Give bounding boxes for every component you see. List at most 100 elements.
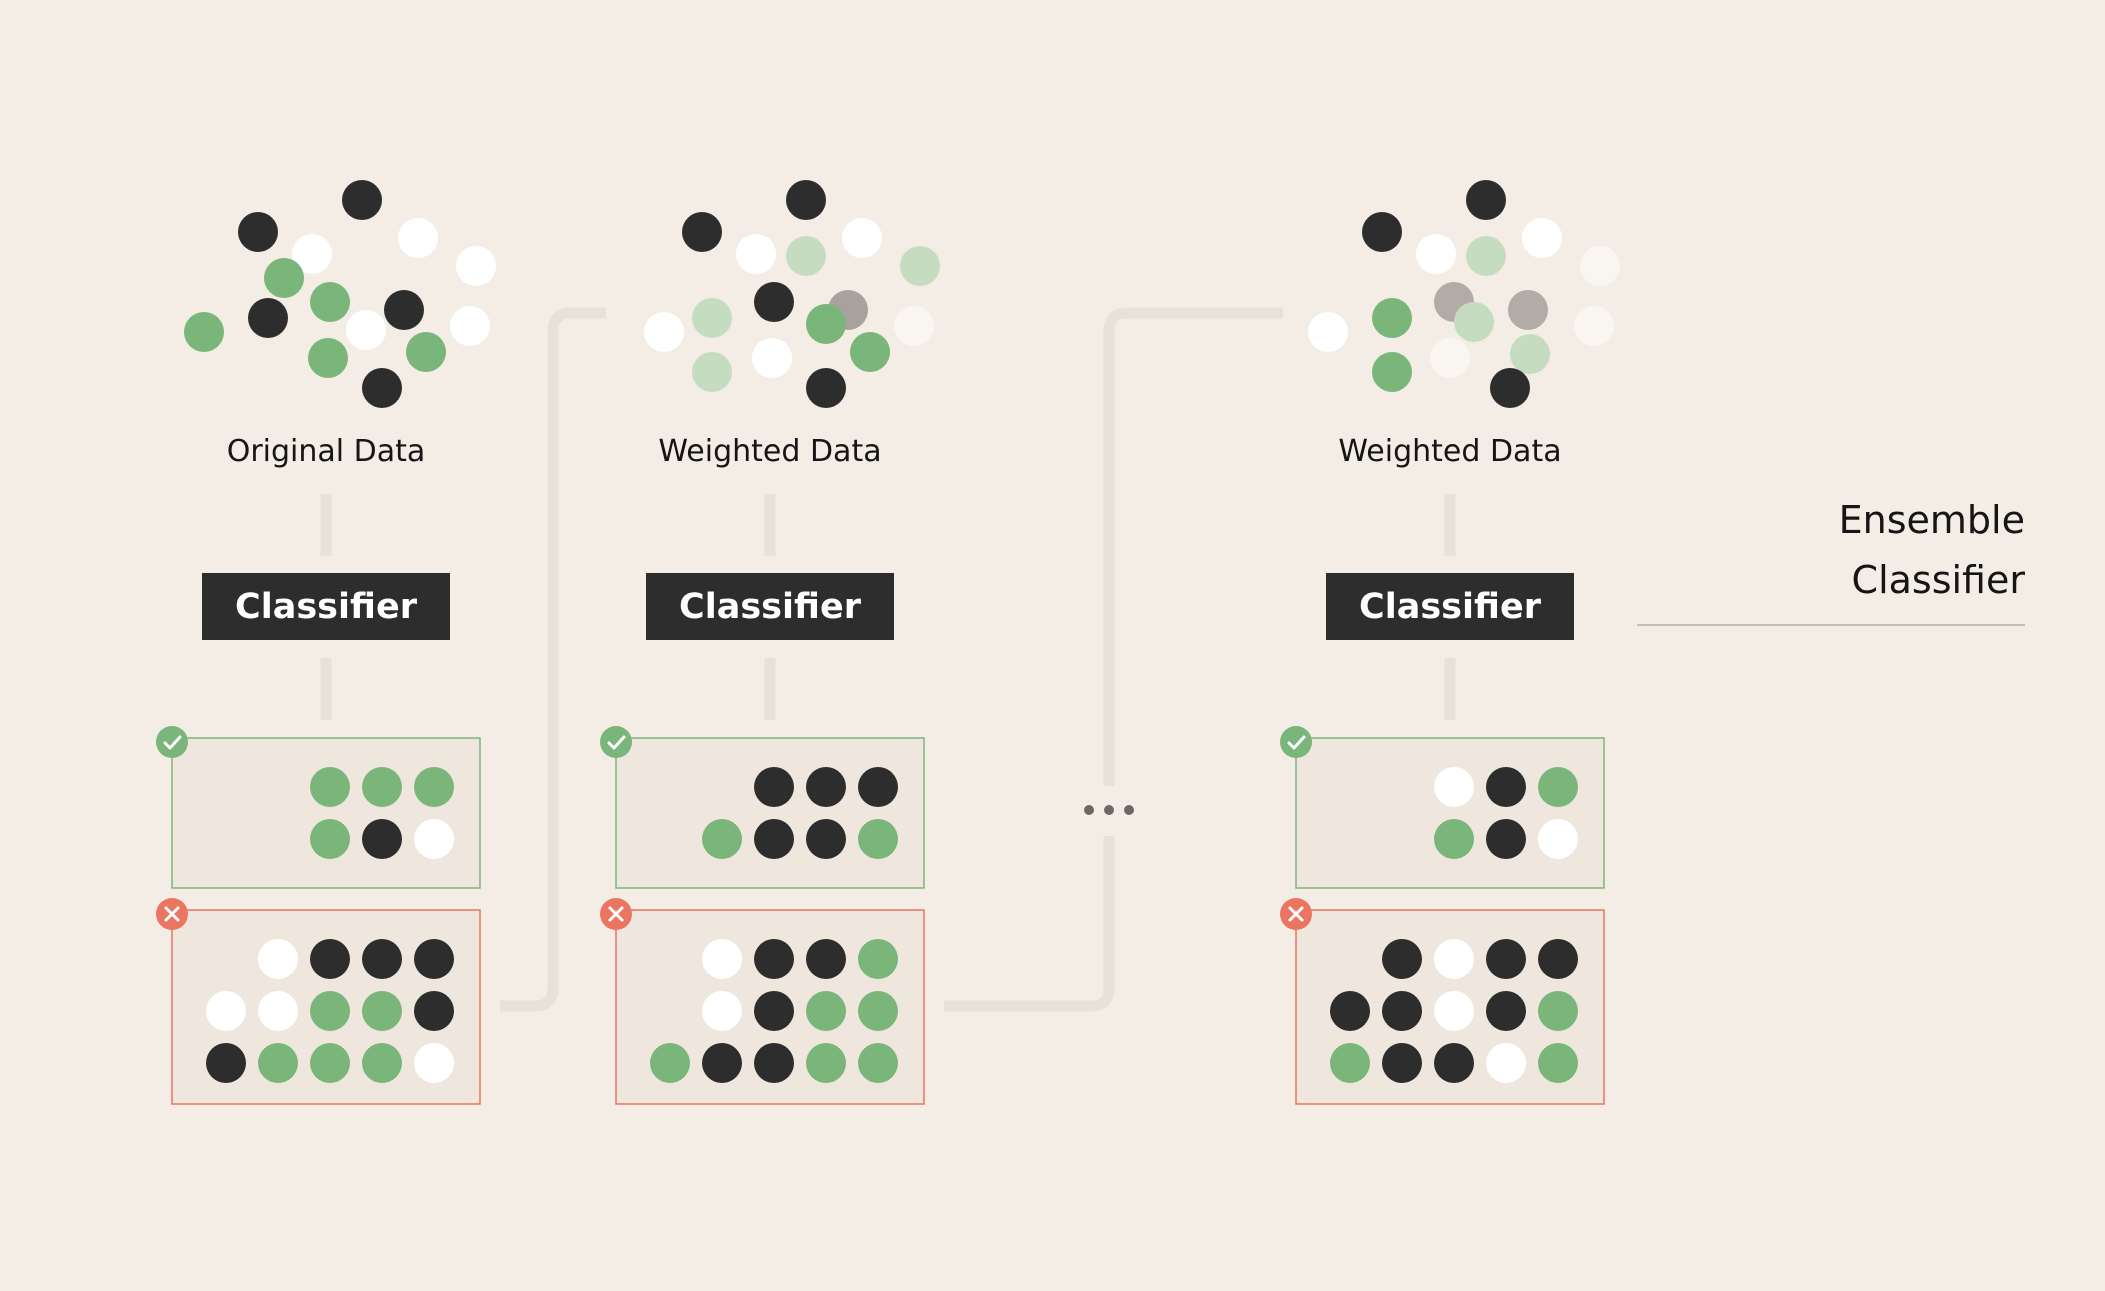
stage-1-label: Original Data	[226, 434, 426, 469]
cluster-3-point	[1508, 290, 1548, 330]
cluster-1-point	[346, 310, 386, 350]
cluster-2-point	[682, 212, 722, 252]
connectors	[320, 307, 1456, 1012]
correct-group-2-dot	[754, 819, 794, 859]
ensemble-line-1: Ensemble	[1838, 498, 2025, 542]
check-icon	[600, 726, 632, 758]
result-panels	[156, 726, 1605, 1105]
incorrect-group-1-dot	[362, 939, 402, 979]
correct-group-3-dot	[1434, 819, 1474, 859]
correct-group-1-dot	[362, 819, 402, 859]
cluster-3-point	[1490, 368, 1530, 408]
cluster-2-point	[900, 246, 940, 286]
correct-group-2-dot	[858, 767, 898, 807]
incorrect-group-2-dot	[858, 1043, 898, 1083]
incorrect-group-1-dot	[258, 939, 298, 979]
incorrect-group-3-dot	[1382, 1043, 1422, 1083]
cluster-2-point	[806, 304, 846, 344]
cluster-3-point	[1362, 212, 1402, 252]
x-mark	[164, 906, 180, 922]
cluster-3-point	[1466, 236, 1506, 276]
incorrect-group-3-dot	[1486, 939, 1526, 979]
correct-group-3-dot	[1486, 767, 1526, 807]
incorrect-group-1-dot	[362, 991, 402, 1031]
cluster-2-point	[786, 236, 826, 276]
incorrect-group-2-dot	[754, 1043, 794, 1083]
classifier-box-1: Classifier	[202, 573, 450, 640]
cluster-3-point	[1574, 306, 1614, 346]
correct-group-1-dot	[362, 767, 402, 807]
cluster-1-point	[456, 246, 496, 286]
incorrect-group-1-dot	[414, 1043, 454, 1083]
cluster-1-point	[450, 306, 490, 346]
cluster-2-point	[850, 332, 890, 372]
incorrect-group-2-dot	[702, 1043, 742, 1083]
cluster-1-point	[362, 368, 402, 408]
classifier-box-3: Classifier	[1326, 573, 1574, 640]
incorrect-group-1-dot	[414, 991, 454, 1031]
correct-group-1-dot	[414, 819, 454, 859]
x-mark	[608, 906, 624, 922]
classifier-box-2: Classifier	[646, 573, 894, 640]
correct-group-2-dot	[702, 819, 742, 859]
correct-group-2-dot	[754, 767, 794, 807]
cluster-2-point	[806, 368, 846, 408]
cluster-3-point	[1510, 334, 1550, 374]
cluster-3-point	[1430, 338, 1470, 378]
check-icon	[156, 726, 188, 758]
cluster-1-point	[292, 234, 332, 274]
correct-group-2-dot	[806, 767, 846, 807]
incorrect-group-3-dot	[1434, 939, 1474, 979]
correct-group-3-dot	[1486, 819, 1526, 859]
cluster-3-point	[1372, 298, 1412, 338]
incorrect-group-3-dot	[1330, 991, 1370, 1031]
incorrect-group-2-dot	[702, 939, 742, 979]
correct-group-1-dot	[414, 767, 454, 807]
x-mark	[1288, 906, 1304, 922]
cluster-3-point	[1466, 180, 1506, 220]
incorrect-group-1-dot	[310, 991, 350, 1031]
incorrect-group-2-dot	[858, 939, 898, 979]
cluster-1-point	[238, 212, 278, 252]
incorrect-group-1-dot	[206, 1043, 246, 1083]
cluster-3-point	[1416, 234, 1456, 274]
cluster-3-point	[1308, 312, 1348, 352]
incorrect-group-1-dot	[362, 1043, 402, 1083]
incorrect-group-1-dot	[206, 991, 246, 1031]
check-mark	[163, 735, 182, 750]
cluster-2-point	[644, 312, 684, 352]
correct-group-2	[615, 737, 925, 889]
cluster-3-point	[1372, 352, 1412, 392]
incorrect-group-1-dot	[258, 991, 298, 1031]
incorrect-group-1-dot	[258, 1043, 298, 1083]
ensemble-classifier-label: Ensemble Classifier	[1680, 490, 2025, 610]
cluster-1-point	[342, 180, 382, 220]
stage-2-label: Weighted Data	[658, 434, 882, 469]
check-icon	[1280, 726, 1312, 758]
cluster-2-point	[752, 338, 792, 378]
ensemble-line-2: Classifier	[1851, 558, 2025, 602]
incorrect-group-2-dot	[754, 939, 794, 979]
cluster-2-point	[736, 234, 776, 274]
cluster-2-point	[692, 352, 732, 392]
cluster-2-point	[754, 282, 794, 322]
cluster-3-point	[1580, 246, 1620, 286]
correct-group-2-dot	[806, 819, 846, 859]
incorrect-group-3-dot	[1538, 1043, 1578, 1083]
correct-group-3	[1295, 737, 1605, 889]
cluster-1-point	[310, 282, 350, 322]
incorrect-group-2-dot	[702, 991, 742, 1031]
cluster-1-point	[184, 312, 224, 352]
incorrect-group-1-dot	[310, 1043, 350, 1083]
incorrect-group-1-dot	[310, 939, 350, 979]
data-clusters	[184, 180, 1620, 408]
incorrect-group-3-dot	[1486, 1043, 1526, 1083]
incorrect-group-2-dot	[806, 1043, 846, 1083]
stage-3-label: Weighted Data	[1338, 434, 1562, 469]
correct-group-3-dot	[1434, 767, 1474, 807]
correct-group-3-dot	[1538, 819, 1578, 859]
incorrect-group-2-dot	[806, 991, 846, 1031]
cluster-1-point	[264, 258, 304, 298]
check-mark	[1287, 735, 1306, 750]
